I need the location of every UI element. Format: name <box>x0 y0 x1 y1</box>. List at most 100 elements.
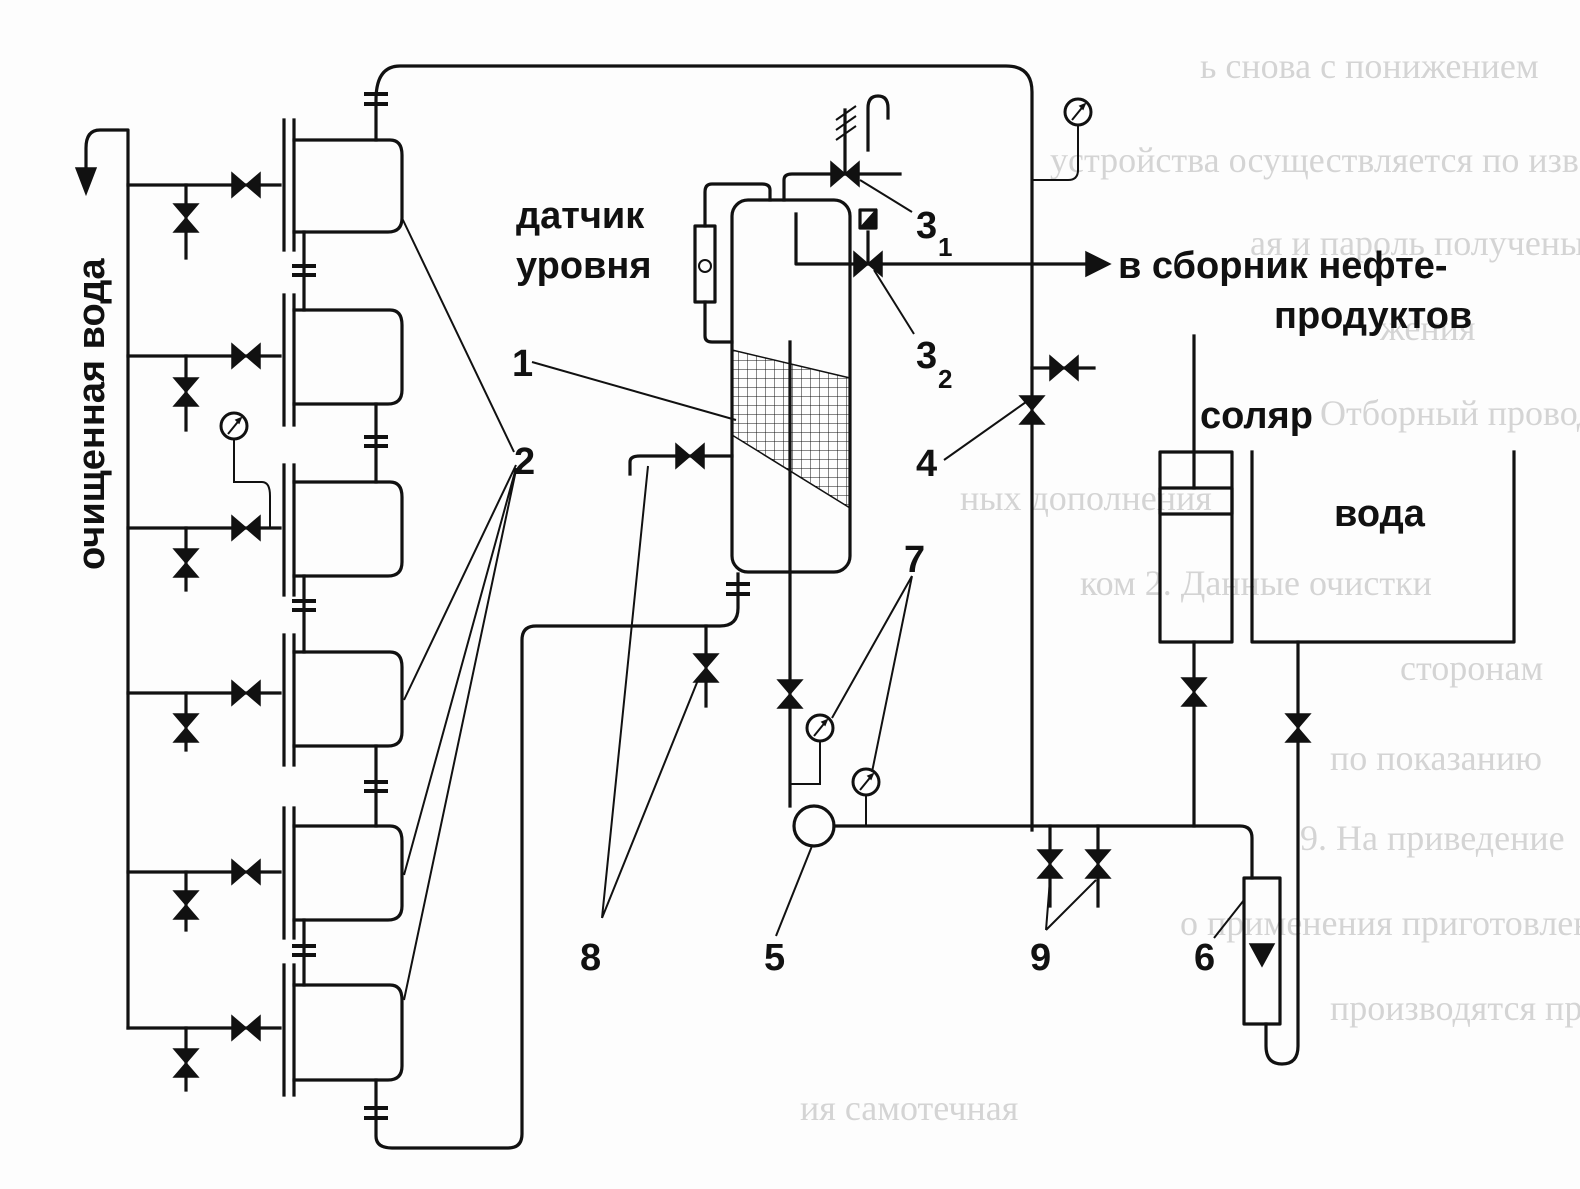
leader-6 <box>1213 899 1245 939</box>
column-outlet-pipes <box>126 183 282 1030</box>
callout-4: 4 <box>916 443 937 485</box>
bleed-line-11: производятся при <box>1330 988 1580 1028</box>
pump-5-icon <box>792 804 836 848</box>
supply-tanks <box>1158 334 1516 1066</box>
callout-leaders <box>531 179 1245 939</box>
bleed-line-10: о применения приготовление <box>1180 903 1580 943</box>
treated-water-outlet-line <box>84 128 130 1030</box>
callout-5: 5 <box>764 937 785 979</box>
valve-icon <box>172 713 200 743</box>
collector-label-line1: в сборник нефте- <box>1118 245 1448 287</box>
callout-1: 1 <box>512 343 533 385</box>
vent-hook <box>866 94 890 152</box>
sample-line-8 <box>628 454 734 476</box>
callout-7: 7 <box>904 539 925 581</box>
callout-6: 6 <box>1194 937 1215 979</box>
valve-9a-icon <box>1036 849 1064 879</box>
bottom-header-pipe <box>832 824 1254 880</box>
treated-water-label: очищенная вода <box>71 258 113 570</box>
bleed-line-0: ь снова с понижением <box>1200 46 1539 86</box>
leader-4 <box>943 401 1027 461</box>
leader-5 <box>775 845 813 937</box>
top-header-pipe <box>374 64 1034 832</box>
valve-9b-icon <box>1084 849 1112 879</box>
leader-7 <box>831 575 913 773</box>
valve-icon <box>172 203 200 233</box>
diesel-tank <box>1158 450 1234 644</box>
column-interconnects <box>292 64 1034 1150</box>
diagram-labels: очищенная вода датчик уровня в сборник н… <box>71 195 1472 979</box>
bleed-line-4: Отборный проводил <box>1320 393 1580 433</box>
valve-icon <box>231 514 261 542</box>
callout-3-1: 3 <box>916 205 937 247</box>
flowmeter-float-icon <box>1248 943 1276 968</box>
collector-label-line2: продуктов <box>1274 295 1472 337</box>
water-supply-pipe <box>1264 640 1300 1066</box>
bleed-line-9: 9. На приведение <box>1300 818 1565 858</box>
callout-8: 8 <box>580 937 601 979</box>
valve-icon <box>231 1014 261 1042</box>
diesel-piston <box>1158 486 1234 516</box>
valve-icon <box>231 679 261 707</box>
level-sensor-label-line1: датчик <box>516 195 645 237</box>
flowmeter-6 <box>1242 876 1282 1026</box>
filter-columns-2 <box>74 64 1034 1150</box>
column-outlet-valves <box>231 171 261 1042</box>
treated-water-arrow <box>74 167 98 197</box>
column-vessels <box>282 118 404 1097</box>
vent-pipe <box>782 172 902 202</box>
leader-9 <box>1045 879 1097 931</box>
leader-8 <box>601 465 699 919</box>
leader-3-2 <box>873 269 915 335</box>
bleed-line-3: жения <box>1379 308 1475 348</box>
valve-icon <box>172 1048 200 1078</box>
bleed-line-6: ком 2. Данные очистки <box>1080 563 1432 603</box>
bleed-line-2: ая и пароль получены <box>1250 223 1580 263</box>
valve-icon <box>231 171 261 199</box>
bleed-line-5: ных дополнения <box>960 478 1212 518</box>
water-label: вода <box>1334 493 1426 535</box>
callout-2-leaders <box>401 217 517 1001</box>
pump-and-header <box>790 97 1254 908</box>
level-sensor-label-line2: уровня <box>516 245 652 287</box>
valve-icon <box>231 858 261 886</box>
callout-2: 2 <box>514 441 535 483</box>
level-sensor-lines <box>703 182 772 344</box>
pressure-gauge-top-icon <box>1063 97 1093 127</box>
oil-outlet-pipe <box>794 212 1088 266</box>
leader-3-1 <box>859 179 913 213</box>
callout-3-2: 3 <box>916 335 937 377</box>
valve-icon <box>231 342 261 370</box>
separator-1 <box>628 94 1112 808</box>
pressure-gauge-7a-icon <box>805 713 835 743</box>
valve-8-lower-icon <box>692 653 720 683</box>
bleed-valve-icon <box>1049 354 1079 382</box>
pressure-gauge-icon <box>219 411 249 441</box>
oil-outlet-arrow <box>1085 250 1112 278</box>
valve-8-upper-icon <box>675 442 705 470</box>
level-sensor-float-icon <box>698 259 712 273</box>
gauge-tap-line <box>233 440 271 528</box>
diesel-label: соляр <box>1200 395 1313 437</box>
valve-actuator-icon <box>835 105 857 141</box>
bleed-line-8: по показанию <box>1330 738 1542 778</box>
column-drain-valves <box>172 203 200 1078</box>
valve-icon <box>172 890 200 920</box>
callout-3-1-subscript: 1 <box>938 232 952 262</box>
pressure-gauge-7b-icon <box>851 767 881 797</box>
valve-icon <box>172 548 200 578</box>
valve-4-icon <box>1018 395 1046 425</box>
callout-3-2-subscript: 2 <box>938 364 952 394</box>
valve-icon <box>172 377 200 407</box>
drain-lines-9 <box>1048 824 1100 908</box>
downcomer-valve-icon <box>776 679 804 709</box>
diesel-valve-icon <box>1180 677 1208 707</box>
leader-1 <box>531 361 737 421</box>
callout-9: 9 <box>1030 937 1051 979</box>
background-bleed-text: ь снова с понижением устройства осуществ… <box>800 46 1580 1128</box>
bleed-line-1: устройства осуществляется по известной <box>1050 140 1580 180</box>
valve-3-1-icon <box>830 160 860 188</box>
bleed-line-7: сторонам <box>1400 648 1543 688</box>
